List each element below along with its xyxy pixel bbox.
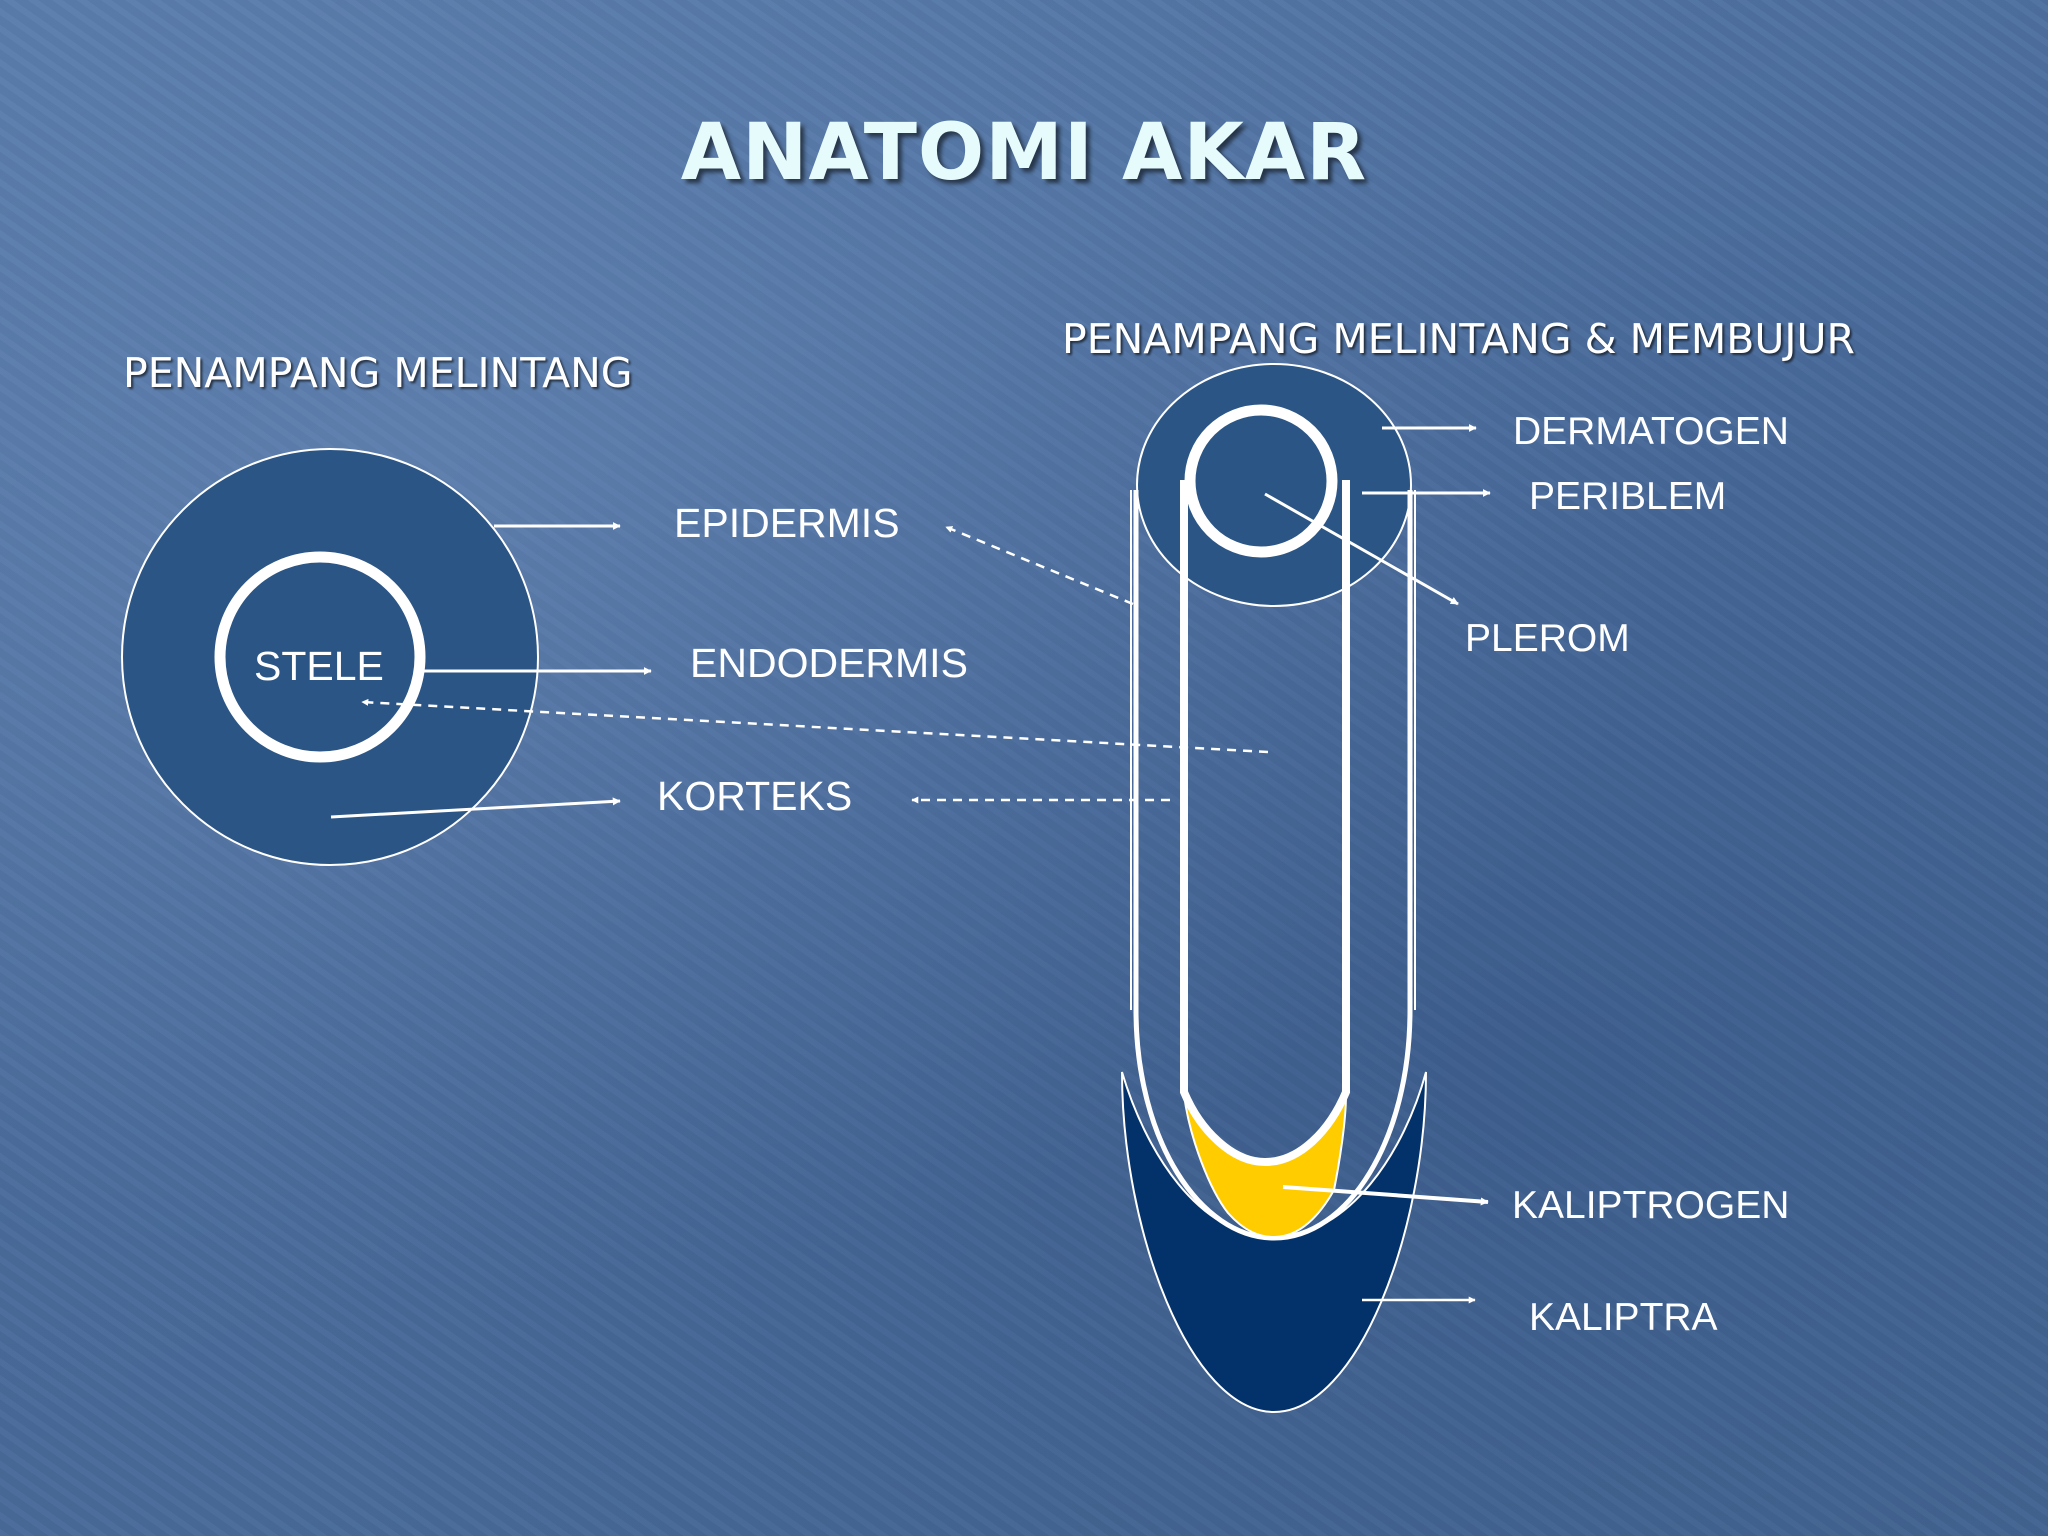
plerom-ring [1184, 404, 1338, 558]
heading-cross-longitudinal: PENAMPANG MELINTANG & MEMBUJUR [1062, 315, 1855, 363]
label-plerom: PLEROM [1465, 617, 1630, 660]
label-kaliptra: KALIPTRA [1529, 1296, 1718, 1339]
kaliptrogen-arrow [1282, 1185, 1489, 1206]
label-periblem: PERIBLEM [1529, 475, 1727, 518]
label-korteks: KORTEKS [657, 773, 853, 819]
kaliptra-cap [1121, 1071, 1427, 1414]
stele-ring [214, 551, 426, 763]
slide-title: ANATOMI AKAR [680, 108, 1368, 198]
korteks-arrow-left [330, 797, 621, 819]
stele-tube [1180, 480, 1350, 1167]
epidermis-dashed-link [945, 525, 1134, 606]
label-kaliptrogen: KALIPTROGEN [1512, 1184, 1790, 1227]
label-endodermis: ENDODERMIS [690, 640, 968, 686]
stele-dashed-link [361, 698, 1269, 754]
label-stele: STELE [254, 643, 384, 689]
label-dermatogen: DERMATOGEN [1513, 410, 1789, 453]
heading-cross-section: PENAMPANG MELINTANG [123, 349, 633, 397]
cross-section-circle [121, 448, 539, 866]
plerom-arrow [1264, 492, 1459, 606]
label-epidermis: EPIDERMIS [674, 500, 900, 546]
